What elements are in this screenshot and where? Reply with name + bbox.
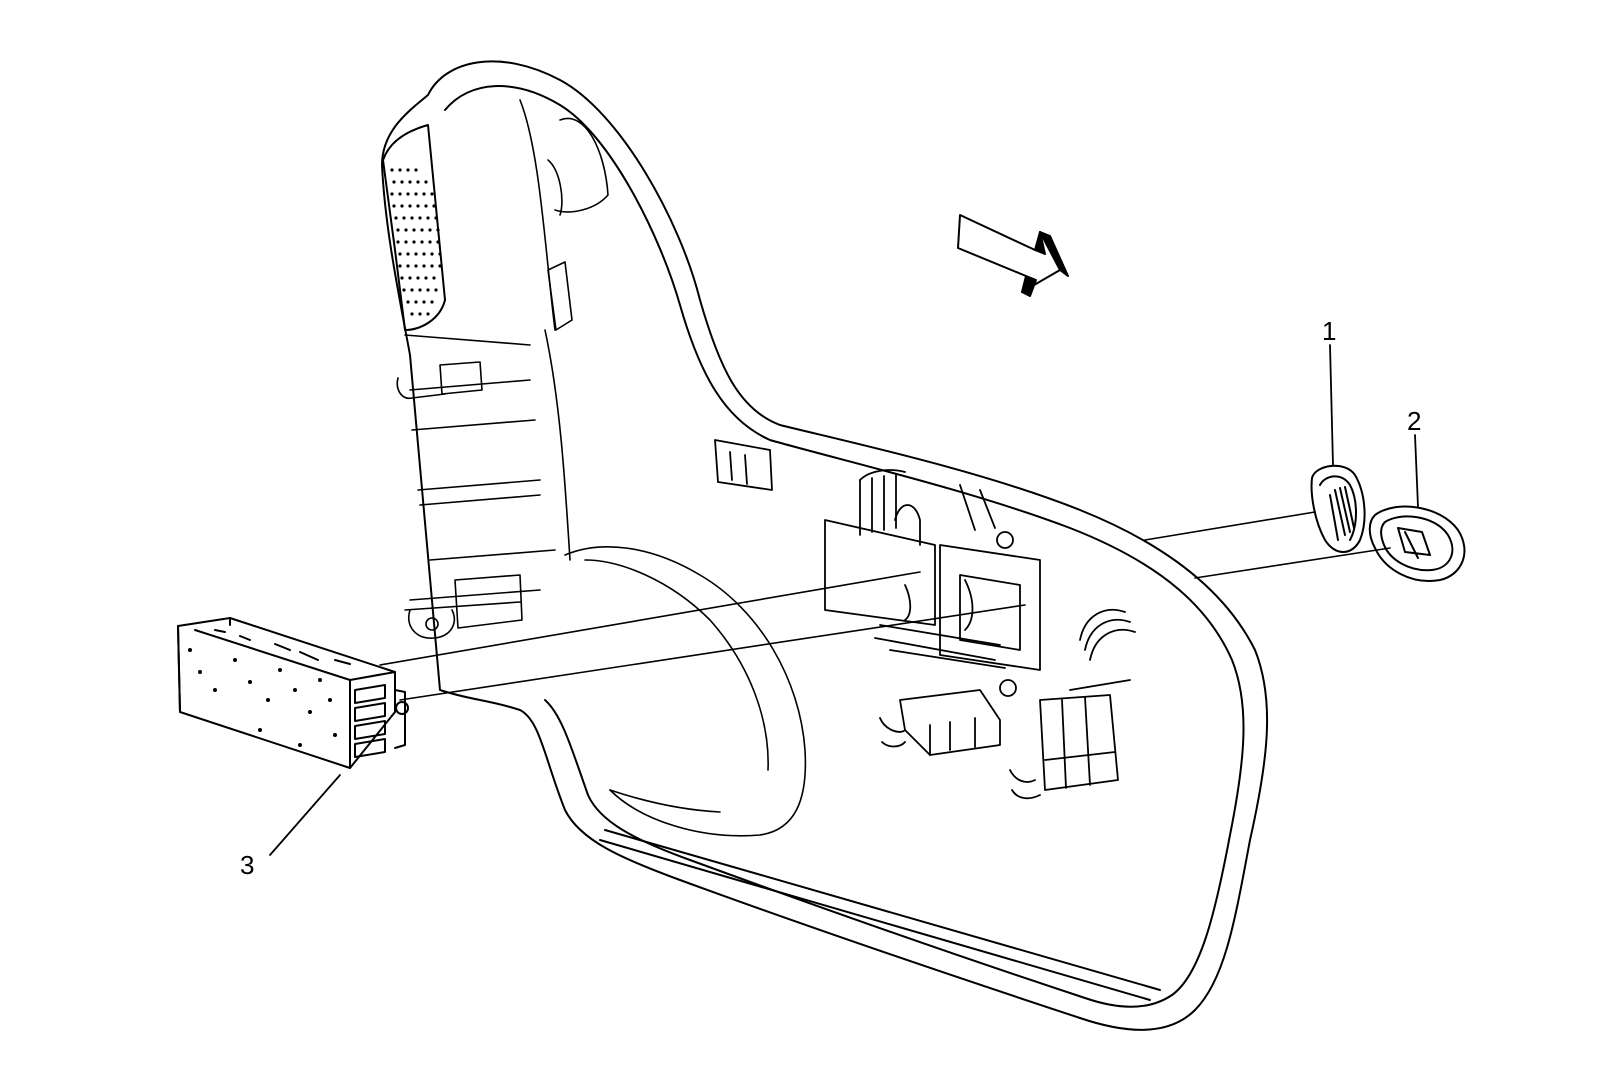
perforation-pattern <box>390 168 442 316</box>
arrow-icon <box>957 214 1069 297</box>
callout-label-1: 1 <box>1322 316 1337 346</box>
seat-side-panel <box>381 60 1269 1031</box>
module-surface-dots <box>188 648 337 747</box>
seat-cushion-contour <box>564 546 807 837</box>
switch-knob <box>1310 464 1366 553</box>
exploded-view-alignment-lines <box>379 511 1391 701</box>
callout-label-3: 3 <box>240 850 255 880</box>
switch-mounting-bracket <box>714 439 1136 800</box>
callout-leaders <box>269 344 1419 856</box>
panel-inner-rails <box>396 99 609 639</box>
seat-switch-module <box>177 617 409 769</box>
switch-bezel <box>1368 505 1466 582</box>
callout-label-2: 2 <box>1407 406 1422 436</box>
